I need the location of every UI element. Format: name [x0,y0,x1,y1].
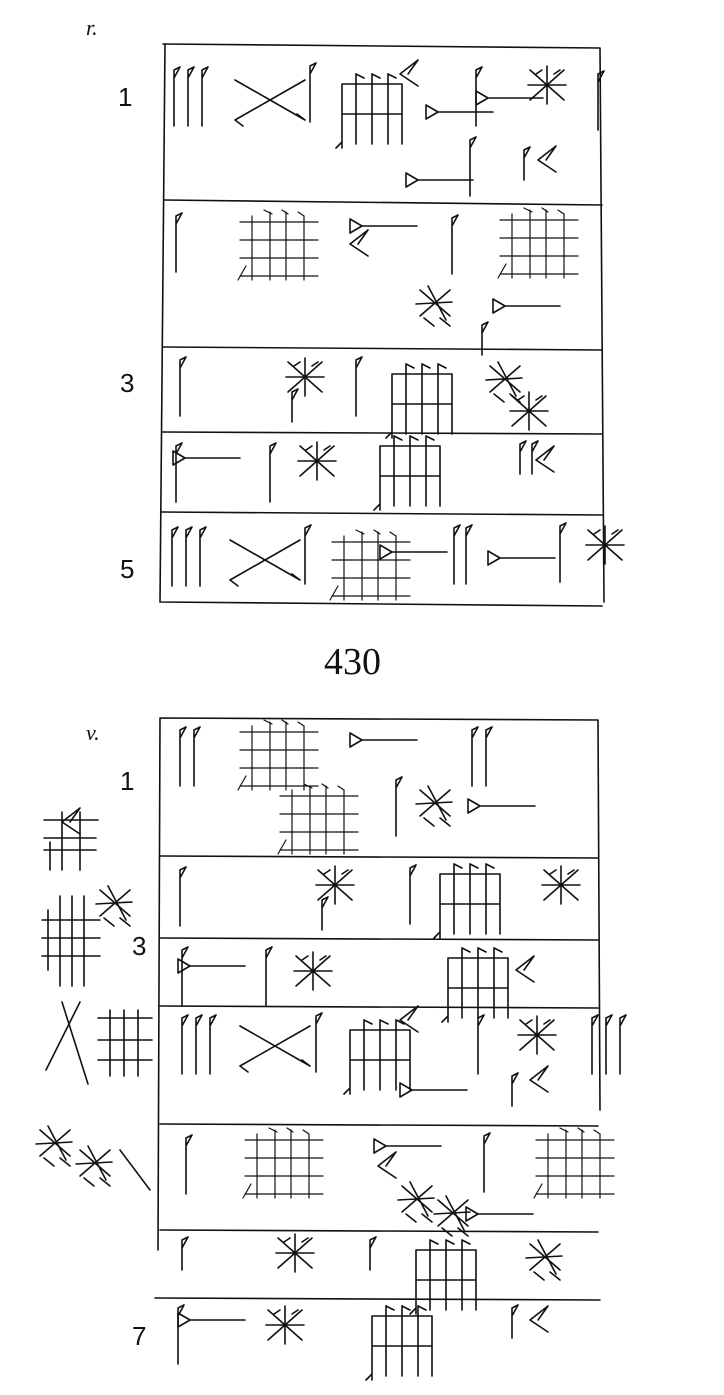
obverse-frame [159,43,605,607]
obverse-ruling-2 [162,346,603,351]
reverse-ruling-3 [159,1005,599,1009]
reverse-ruling-1 [159,855,599,859]
reverse-line-1-signs [179,719,536,855]
reverse-line-number-7: 7 [132,1321,146,1351]
reverse-frame [157,717,601,1251]
reverse-tablet: v. 1 3 7 [35,717,626,1381]
reverse-line-6-signs [181,1233,563,1315]
reverse-line-7-signs [177,1304,549,1381]
reverse-line-3-signs [177,946,535,1023]
reverse-line-4-signs [182,1005,626,1107]
obverse-line-number-5: 5 [120,554,134,584]
obverse-line-number-3: 3 [120,368,134,398]
reverse-ruling-4 [159,1123,599,1127]
obverse-ruling-4 [160,511,603,516]
reverse-ruling-2 [159,937,599,941]
obverse-line-2-signs [175,207,579,356]
reverse-ruling-5 [159,1229,599,1233]
obverse-line-number-1: 1 [118,82,132,112]
obverse-line-5-signs [172,522,625,601]
reverse-side-mark: v. [86,720,100,745]
obverse-line-3-signs [179,356,549,439]
reverse-line-number-1: 1 [120,766,134,796]
obverse-line-4-signs [172,435,555,511]
obverse-line-1-signs [174,59,605,197]
reverse-line-number-3: 3 [132,931,146,961]
reverse-line-5-signs [185,1127,615,1237]
reverse-line-2-signs [179,863,581,939]
tablet-number: 430 [324,641,381,683]
obverse-tablet: r. 1 3 5 [86,15,625,607]
reverse-ruling-6 [154,1297,601,1301]
obverse-ruling-1 [163,199,603,206]
obverse-side-mark: r. [86,15,98,40]
obverse-ruling-3 [161,431,603,435]
edge-signs [35,807,153,1191]
